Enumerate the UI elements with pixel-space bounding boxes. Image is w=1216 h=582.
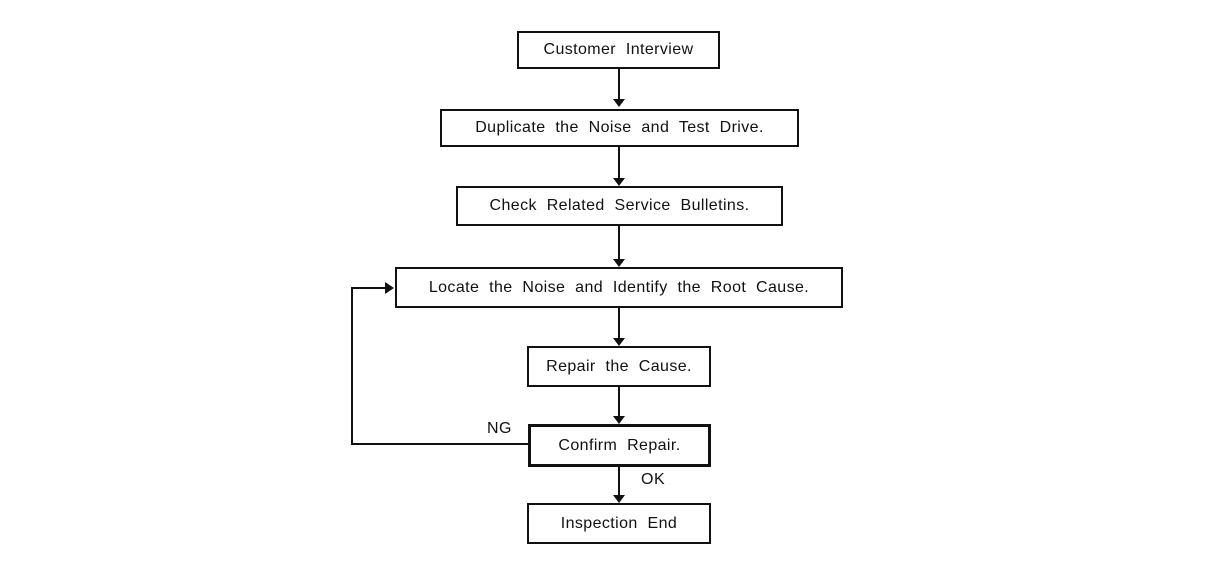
arrowhead-down-icon [613, 99, 625, 107]
arrowhead-right-icon [385, 282, 394, 294]
arrow-stem [618, 467, 620, 496]
feedback-line-vertical [351, 287, 353, 445]
arrowhead-down-icon [613, 259, 625, 267]
flow-node-customer-interview: Customer Interview [517, 31, 720, 69]
arrow-locate-to-repair [613, 308, 625, 346]
feedback-line-bottom [351, 443, 528, 445]
arrowhead-down-icon [613, 495, 625, 503]
feedback-line-top [351, 287, 387, 289]
flow-node-confirm-repair: Confirm Repair. [528, 424, 711, 467]
arrowhead-down-icon [613, 416, 625, 424]
arrow-customer-to-duplicate [613, 69, 625, 107]
flow-node-locate-noise: Locate the Noise and Identify the Root C… [395, 267, 843, 308]
arrow-repair-to-confirm [613, 387, 625, 424]
arrow-confirm-to-end [613, 467, 625, 503]
arrow-duplicate-to-check [613, 147, 625, 186]
arrow-stem [618, 387, 620, 417]
arrow-stem [618, 308, 620, 339]
arrow-stem [618, 226, 620, 260]
flow-node-duplicate-noise: Duplicate the Noise and Test Drive. [440, 109, 799, 147]
flow-node-repair-cause: Repair the Cause. [527, 346, 711, 387]
flow-node-inspection-end: Inspection End [527, 503, 711, 544]
edge-label-ng: NG [487, 420, 512, 437]
edge-label-ok: OK [641, 471, 666, 488]
arrowhead-down-icon [613, 338, 625, 346]
arrowhead-down-icon [613, 178, 625, 186]
arrow-stem [618, 69, 620, 100]
flow-node-check-bulletins: Check Related Service Bulletins. [456, 186, 783, 226]
arrow-check-to-locate [613, 226, 625, 267]
arrow-stem [618, 147, 620, 179]
